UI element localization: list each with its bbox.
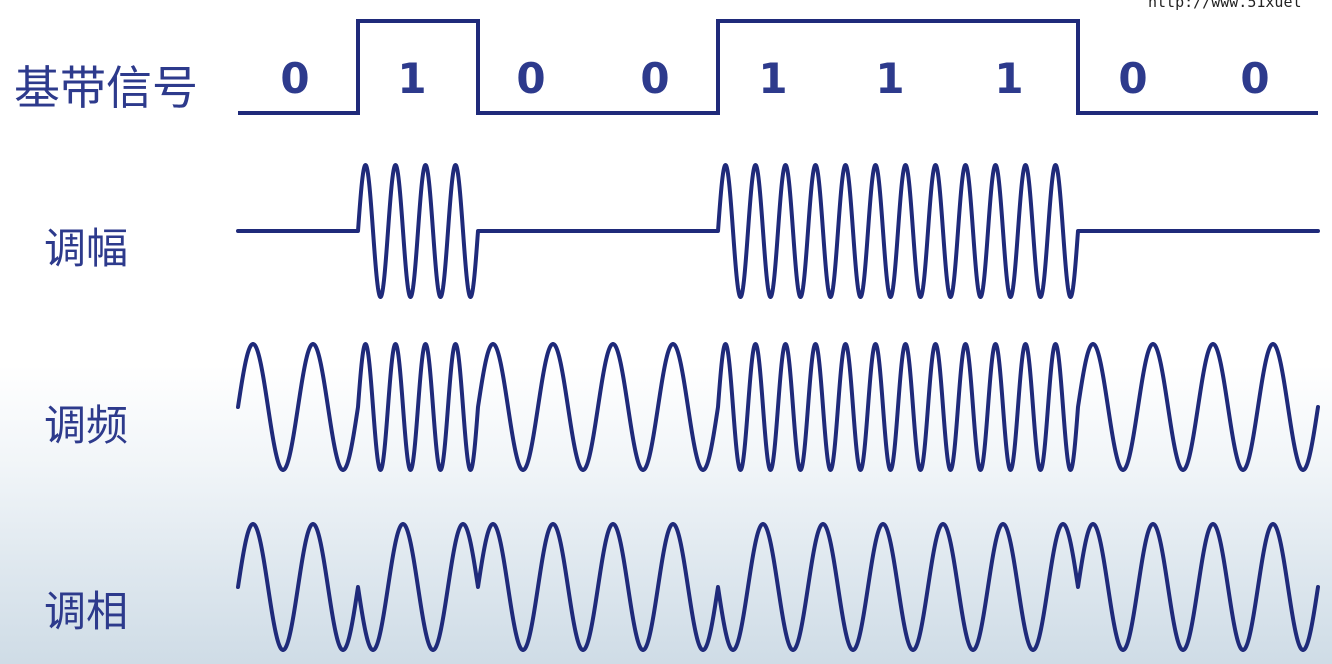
bit-label: 1 (994, 54, 1023, 103)
bit-label: 0 (1118, 54, 1147, 103)
phase-modulation-label: 调相 (44, 587, 129, 636)
bit-label: 1 (397, 54, 426, 103)
bit-label: 1 (758, 54, 787, 103)
bit-labels: 0 1 0 0 1 1 1 0 0 (280, 54, 1269, 103)
watermark-url: http://www.51xuel (1148, 0, 1302, 11)
bit-label: 0 (1240, 54, 1269, 103)
amplitude-modulation-label: 调幅 (44, 224, 129, 273)
baseband-signal-label: 基带信号 (14, 61, 198, 115)
bit-label: 0 (280, 54, 309, 103)
am-waveform (236, 163, 1320, 299)
baseband-waveform (238, 19, 1318, 115)
bit-label: 1 (875, 54, 904, 103)
frequency-modulation-label: 调频 (44, 401, 129, 450)
bit-label: 0 (516, 54, 545, 103)
bit-label: 0 (640, 54, 669, 103)
fm-waveform (236, 342, 1320, 472)
pm-waveform (236, 522, 1320, 652)
